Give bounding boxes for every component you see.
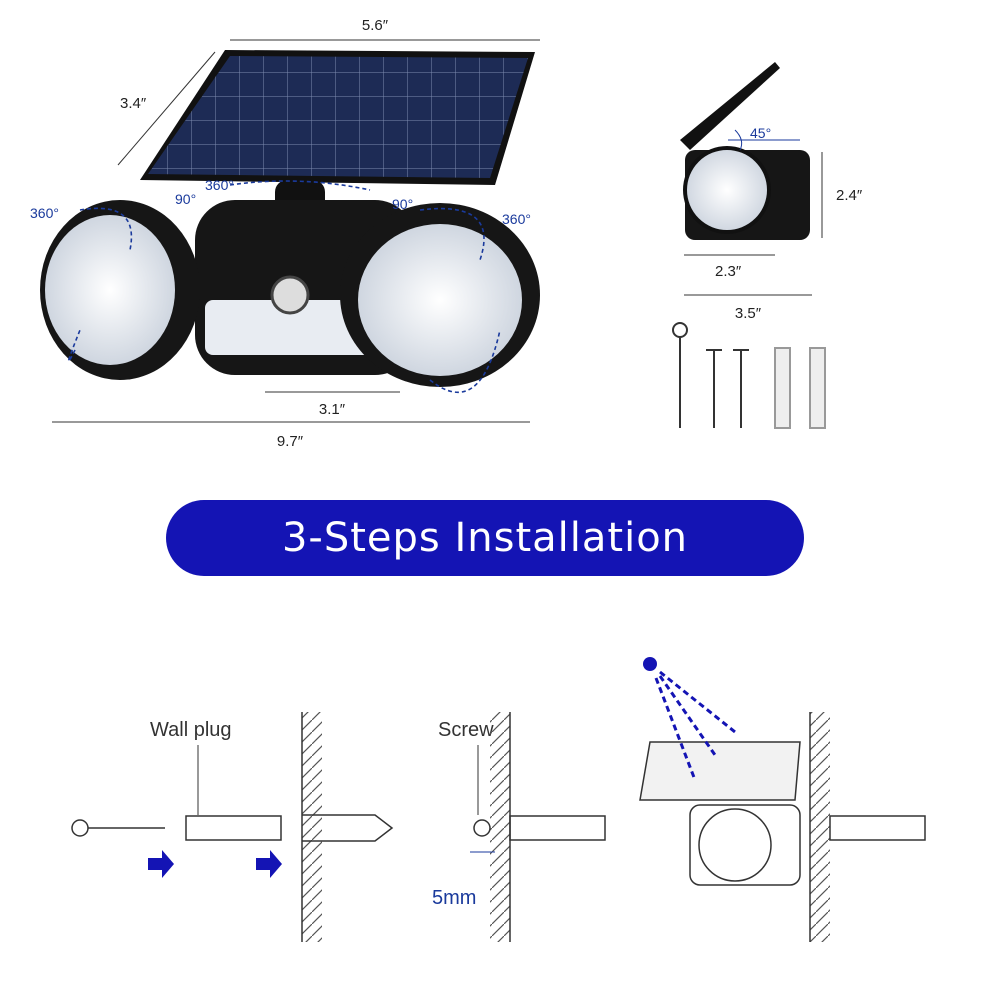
side-view: 45° 2.4″ 2.3″ 3.5″ (680, 62, 863, 322)
installation-banner: 3-Steps Installation (166, 500, 804, 576)
rotation-arrows (67, 180, 501, 394)
sun-icon (643, 657, 657, 671)
solar-panel (140, 50, 535, 225)
dimension-total-width: 9.7″ (52, 421, 530, 450)
accessories (672, 322, 826, 429)
svg-text:45°: 45° (750, 125, 771, 141)
right-tilt-angle: 90° (392, 196, 413, 212)
svg-text:3.5″: 3.5″ (735, 305, 762, 322)
svg-text:5.6″: 5.6″ (362, 17, 389, 34)
svg-text:9.7″: 9.7″ (277, 433, 304, 450)
step-3-mount (639, 657, 926, 942)
svg-text:2.3″: 2.3″ (715, 263, 742, 280)
left-head-rotation: 360° (30, 205, 59, 221)
dimension-center-spacing: 3.1″ (265, 391, 400, 418)
svg-text:3.4″: 3.4″ (120, 95, 147, 112)
step-1-wall-plug: Wall plug (71, 712, 394, 942)
svg-text:3.1″: 3.1″ (319, 401, 346, 418)
svg-text:2.4″: 2.4″ (836, 187, 863, 204)
left-light-head (40, 200, 200, 380)
svg-text:Wall plug: Wall plug (150, 719, 232, 741)
dimension-panel-width: 5.6″ (230, 17, 540, 41)
svg-text:5mm: 5mm (432, 887, 476, 909)
dimension-panel-height: 3.4″ (117, 51, 216, 166)
svg-text:Screw: Screw (438, 719, 494, 741)
step-2-screw: Screw 5mm (432, 712, 606, 942)
left-tilt-angle: 90° (175, 191, 196, 207)
banner-title: 3-Steps Installation (281, 515, 689, 561)
right-head-rotation: 360° (502, 211, 531, 227)
panel-rotation: 360° (205, 177, 234, 193)
right-light-head (340, 203, 540, 387)
